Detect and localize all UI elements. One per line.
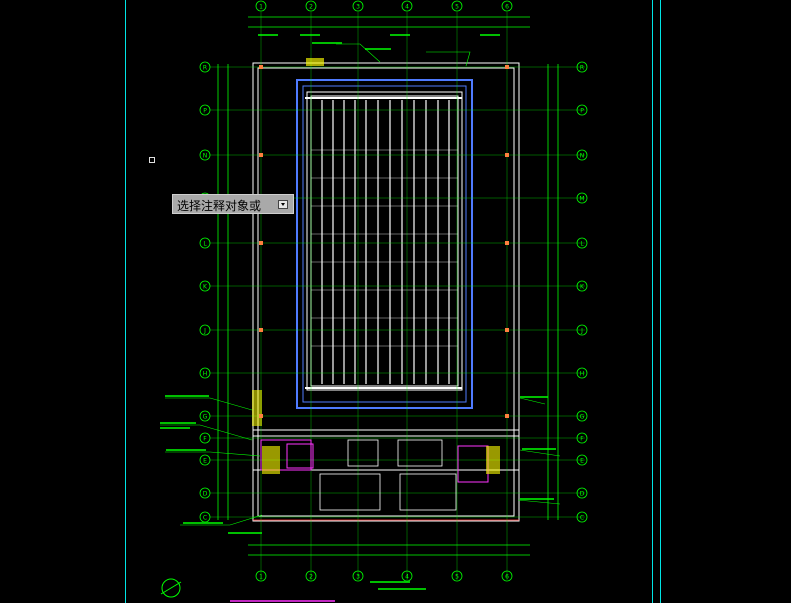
row-axis-bubble-right [576, 432, 588, 444]
column-axis-bubble-top [401, 0, 413, 12]
row-axis-bubble-right-label: F [580, 436, 584, 443]
row-axis-bubble-left-label: G [203, 414, 208, 421]
columns [259, 65, 509, 418]
annotation-scribbles [160, 34, 556, 590]
column-axis-bubble-bottom-label: 2 [309, 574, 313, 581]
column-axis-bubble-bottom-label: 3 [356, 574, 360, 581]
drawing-frame [125, 0, 661, 603]
row-axis-bubble-left-label: H [203, 371, 208, 378]
row-axis-bubble-right-label: H [580, 371, 585, 378]
row-axis-bubble-right-label: D [580, 491, 585, 498]
row-axis-bubble-left [199, 104, 211, 116]
row-axis-bubble-left-label: R [203, 65, 207, 72]
column-axis-bubble-bottom [255, 570, 267, 582]
row-axis-bubble-left-label: K [203, 284, 208, 291]
column-axis-bubble-top [305, 0, 317, 12]
row-axis-bubble-left-label: E [203, 458, 207, 465]
column-axis-bubble-top-label: 6 [505, 4, 509, 11]
row-axis-bubble-right-label: L [580, 241, 584, 248]
row-axis-bubble-right [576, 511, 588, 523]
row-axis-bubble-left-label: C [203, 515, 207, 522]
row-axis-bubble-right [576, 237, 588, 249]
row-axis-bubble-left [199, 410, 211, 422]
north-arrow-icon [160, 578, 182, 598]
row-axis-bubble-right-label: N [580, 153, 585, 160]
pickbox-icon [149, 157, 155, 163]
axis-bubbles: 112233445566RRPPNNMMLLKKJJHHGGFFEEDDCC [199, 0, 588, 582]
changing-rooms [252, 58, 519, 521]
row-axis-bubble-right [576, 454, 588, 466]
row-axis-bubble-right [576, 410, 588, 422]
pool-outline [296, 79, 473, 409]
row-axis-bubble-right [576, 280, 588, 292]
annotation-leaders [160, 43, 561, 526]
row-axis-bubble-left-label: J [203, 328, 206, 335]
row-axis-bubble-left [199, 237, 211, 249]
column-axis-bubble-bottom-label: 6 [505, 574, 509, 581]
pool-hall-walls [252, 62, 520, 522]
row-axis-bubble-right [576, 104, 588, 116]
axis-grid-lines [210, 12, 585, 580]
row-axis-bubble-right [576, 487, 588, 499]
pool-grid-lines [311, 149, 458, 347]
row-axis-bubble-left-label: D [203, 491, 208, 498]
column-axis-bubble-bottom [352, 570, 364, 582]
row-axis-bubble-left [199, 280, 211, 292]
lane-markers [305, 97, 462, 389]
row-axis-bubble-right-label: G [580, 414, 585, 421]
chevron-down-icon[interactable] [278, 200, 288, 209]
row-axis-bubble-right-label: R [580, 65, 584, 72]
row-axis-bubble-left [199, 149, 211, 161]
column-axis-bubble-top-label: 5 [455, 4, 459, 11]
row-axis-bubble-right-label: K [580, 284, 585, 291]
column-axis-bubble-bottom [305, 570, 317, 582]
row-axis-bubble-right [576, 192, 588, 204]
column-axis-bubble-bottom-label: 1 [259, 574, 263, 581]
column-axis-bubble-top [352, 0, 364, 12]
row-axis-bubble-left [199, 61, 211, 73]
row-axis-bubble-right [576, 367, 588, 379]
row-axis-bubble-right-label: M [579, 196, 584, 203]
row-axis-bubble-left-label: N [203, 153, 208, 160]
row-axis-bubble-left-label: L [203, 241, 207, 248]
column-axis-bubble-bottom [501, 570, 513, 582]
column-axis-bubble-top [255, 0, 267, 12]
column-axis-bubble-bottom-label: 4 [405, 574, 409, 581]
column-axis-bubble-top-label: 4 [405, 4, 409, 11]
column-axis-bubble-bottom [451, 570, 463, 582]
row-axis-bubble-left-label: P [203, 108, 207, 115]
lane-lines [321, 100, 450, 384]
command-prompt-tooltip: 选择注释对象或 [172, 194, 294, 214]
column-axis-bubble-bottom-label: 5 [455, 574, 459, 581]
row-axis-bubble-left-label: F [203, 436, 207, 443]
row-axis-bubble-left [199, 454, 211, 466]
tooltip-text: 选择注释对象或 [177, 199, 262, 213]
column-axis-bubble-top-label: 1 [259, 4, 263, 11]
column-axis-bubble-top [501, 0, 513, 12]
row-axis-bubble-right [576, 61, 588, 73]
dimension-lines [217, 16, 559, 556]
column-axis-bubble-top-label: 2 [309, 4, 313, 11]
column-axis-bubble-top [451, 0, 463, 12]
row-axis-bubble-right-label: J [580, 328, 583, 335]
row-axis-bubble-right-label: C [580, 515, 584, 522]
row-axis-bubble-left [199, 487, 211, 499]
row-axis-bubble-right-label: P [580, 108, 584, 115]
row-axis-bubble-right [576, 149, 588, 161]
row-axis-bubble-left [199, 324, 211, 336]
row-axis-bubble-right-label: E [580, 458, 584, 465]
row-axis-bubble-right [576, 324, 588, 336]
column-axis-bubble-top-label: 3 [356, 4, 360, 11]
row-axis-bubble-left [199, 367, 211, 379]
row-axis-bubble-left [199, 432, 211, 444]
